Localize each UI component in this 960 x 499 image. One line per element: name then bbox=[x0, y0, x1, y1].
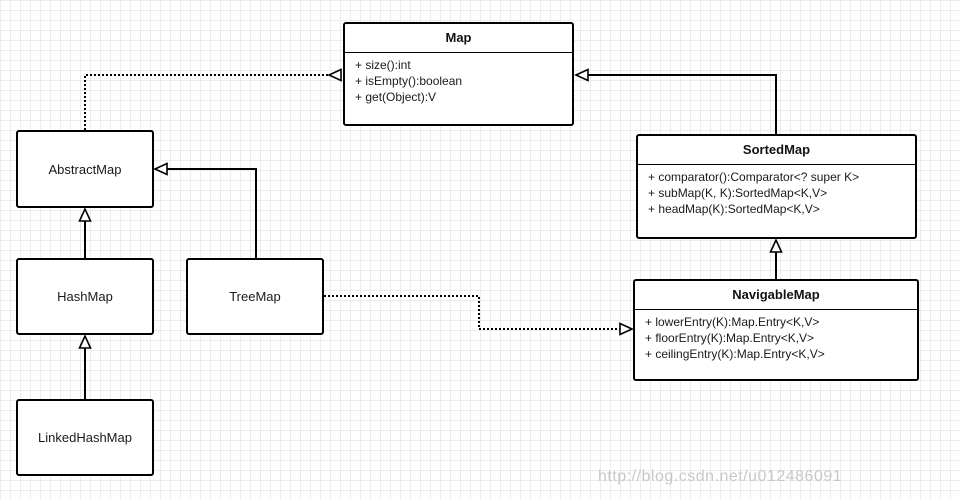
member-sortedmap-headmap: + headMap(K):SortedMap<K,V> bbox=[648, 202, 820, 216]
class-box-hashmap: HashMap bbox=[16, 258, 154, 335]
class-title-treemap: TreeMap bbox=[229, 289, 281, 304]
connector-treemap-to-abstractmap bbox=[167, 168, 257, 258]
arrowhead-map-right bbox=[574, 68, 589, 82]
member-navigablemap-floorentry: + floorEntry(K):Map.Entry<K,V> bbox=[645, 331, 815, 345]
connector-treemap-to-navigablemap bbox=[324, 295, 620, 330]
arrowhead-navigablemap-left bbox=[619, 322, 634, 336]
connector-abstractmap-to-map bbox=[84, 74, 330, 130]
arrowhead-map-left bbox=[327, 68, 342, 82]
class-box-sortedmap: SortedMap + comparator():Comparator<? su… bbox=[636, 134, 917, 239]
member-map-size: + size():int bbox=[355, 58, 411, 72]
member-list-map: + size():int + isEmpty():boolean + get(O… bbox=[345, 53, 572, 105]
class-box-treemap: TreeMap bbox=[186, 258, 324, 335]
member-list-navigablemap: + lowerEntry(K):Map.Entry<K,V> + floorEn… bbox=[635, 310, 917, 362]
watermark-text: http://blog.csdn.net/u012486091 bbox=[598, 468, 843, 485]
arrowhead-sortedmap-bottom bbox=[769, 238, 783, 253]
connector-sortedmap-to-map bbox=[588, 74, 777, 134]
member-map-isempty: + isEmpty():boolean bbox=[355, 74, 463, 88]
member-navigablemap-lowerentry: + lowerEntry(K):Map.Entry<K,V> bbox=[645, 315, 820, 329]
class-box-abstractmap: AbstractMap bbox=[16, 130, 154, 208]
member-list-sortedmap: + comparator():Comparator<? super K> + s… bbox=[638, 165, 915, 217]
class-box-map: Map + size():int + isEmpty():boolean + g… bbox=[343, 22, 574, 126]
class-title-navigablemap: NavigableMap bbox=[635, 281, 917, 310]
class-title-linkedhashmap: LinkedHashMap bbox=[38, 430, 132, 445]
member-sortedmap-comparator: + comparator():Comparator<? super K> bbox=[648, 170, 860, 184]
class-title-map: Map bbox=[345, 24, 572, 53]
member-map-get: + get(Object):V bbox=[355, 90, 437, 104]
class-title-abstractmap: AbstractMap bbox=[48, 161, 122, 177]
class-title-hashmap: HashMap bbox=[57, 289, 113, 304]
class-box-linkedhashmap: LinkedHashMap bbox=[16, 399, 154, 476]
class-title-sortedmap: SortedMap bbox=[638, 136, 915, 165]
member-sortedmap-submap: + subMap(K, K):SortedMap<K,V> bbox=[648, 186, 828, 200]
arrowhead-abstractmap-right bbox=[153, 162, 168, 176]
arrowhead-abstractmap-bottom bbox=[78, 207, 92, 222]
arrowhead-hashmap-bottom bbox=[78, 334, 92, 349]
class-box-navigablemap: NavigableMap + lowerEntry(K):Map.Entry<K… bbox=[633, 279, 919, 381]
member-navigablemap-ceilingentry: + ceilingEntry(K):Map.Entry<K,V> bbox=[645, 347, 825, 361]
